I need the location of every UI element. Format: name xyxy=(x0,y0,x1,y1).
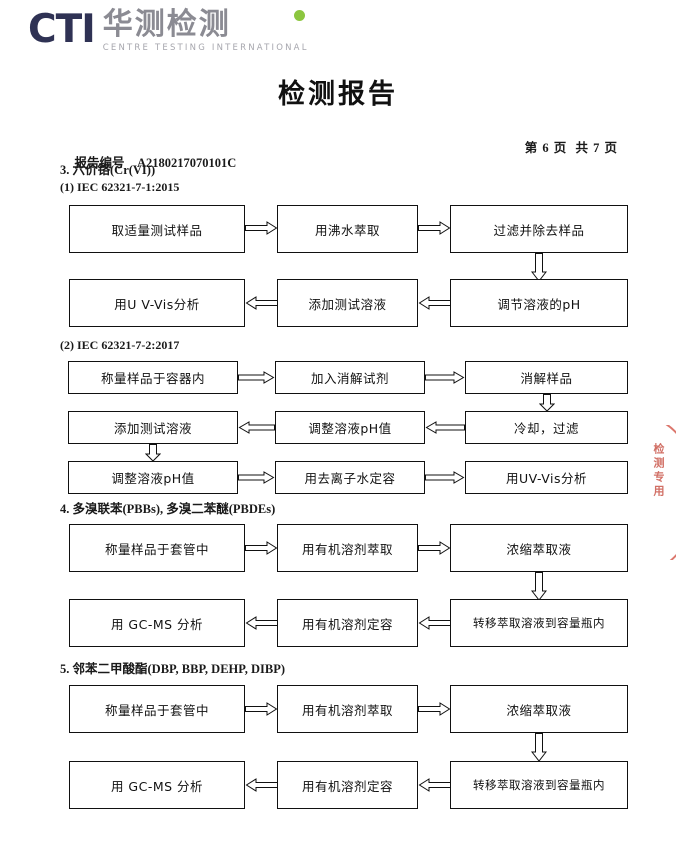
sub-heading-iec-7-2: (2) IEC 62321-7-2:2017 xyxy=(60,338,180,352)
flow4-box-1: 称量样品于套管中 xyxy=(69,685,245,733)
page-title: 检测报告 xyxy=(278,79,398,110)
flow2-arrow-8-to-9 xyxy=(425,471,465,484)
flow3-arrow-2-to-3 xyxy=(418,541,451,555)
flow3-arrow-4-to-5 xyxy=(418,616,451,630)
flow2-arrow-6-to-7 xyxy=(145,444,161,462)
report-number-label: 报告编号 xyxy=(74,156,125,170)
flow1-box-6: 用U V-Vis分析 xyxy=(69,279,245,327)
red-seal-stamp: 检测专用 xyxy=(646,425,676,560)
section-heading-5: 5. 邻苯二甲酸酯(DBP, BBP, DEHP, DIBP) xyxy=(60,662,286,676)
logo-green-dot-icon xyxy=(293,10,305,21)
flow3-box-6: 用 GC-MS 分析 xyxy=(69,599,245,647)
flow1-arrow-1-to-2 xyxy=(245,221,278,235)
section-heading-4: 4. 多溴联苯(PBBs), 多溴二苯醚(PBDEs) xyxy=(60,502,276,516)
flow3-box-5: 用有机溶剂定容 xyxy=(277,599,418,647)
sub-heading-iec-7-1: (1) IEC 62321-7-1:2015 xyxy=(60,180,180,194)
flow1-arrow-2-to-3 xyxy=(418,221,451,235)
flow2-arrow-7-to-8 xyxy=(238,471,275,484)
flow2-arrow-5-to-6 xyxy=(238,421,275,434)
company-logo: CTI 华测检测 CENTRE TESTING INTERNATIONAL xyxy=(28,8,309,58)
flow1-arrow-4-to-5 xyxy=(418,296,451,310)
flow3-arrow-3-to-4 xyxy=(531,572,547,601)
flow1-box-5: 添加测试溶液 xyxy=(277,279,418,327)
logo-english-name: CENTRE TESTING INTERNATIONAL xyxy=(102,43,309,53)
flow4-arrow-4-to-5 xyxy=(418,778,451,792)
flow3-box-1: 称量样品于套管中 xyxy=(69,524,245,572)
report-meta-row: 报告编号 A2180217070101C 第 6 页 共 7 页 xyxy=(62,137,618,186)
flow4-arrow-5-to-6 xyxy=(245,778,278,792)
flow2-box-2: 加入消解试剂 xyxy=(275,361,425,394)
flow2-box-3: 消解样品 xyxy=(465,361,628,394)
flow4-box-5: 用有机溶剂定容 xyxy=(277,761,418,809)
flow4-box-3: 浓缩萃取液 xyxy=(450,685,628,733)
flow1-box-4: 调节溶液的pH xyxy=(450,279,628,327)
flow4-box-2: 用有机溶剂萃取 xyxy=(277,685,418,733)
flow2-arrow-3-to-4 xyxy=(539,394,555,412)
logo-chinese-name: 华测检测 xyxy=(102,7,231,42)
flow3-arrow-1-to-2 xyxy=(245,541,278,555)
flow1-box-2: 用沸水萃取 xyxy=(277,205,418,253)
flow2-arrow-2-to-3 xyxy=(425,371,465,384)
flow2-arrow-1-to-2 xyxy=(238,371,275,384)
flow3-box-4: 转移萃取溶液到容量瓶内 xyxy=(450,599,628,647)
flow4-arrow-3-to-4 xyxy=(531,733,547,762)
flow4-box-6: 用 GC-MS 分析 xyxy=(69,761,245,809)
flow2-box-8: 用去离子水定容 xyxy=(275,461,425,494)
flow2-box-7: 调整溶液pH值 xyxy=(68,461,238,494)
flow2-box-5: 调整溶液pH值 xyxy=(275,411,425,444)
flow2-box-4: 冷却，过滤 xyxy=(465,411,628,444)
flow2-box-1: 称量样品于容器内 xyxy=(68,361,238,394)
flow2-box-9: 用UV-Vis分析 xyxy=(465,461,628,494)
flow4-arrow-1-to-2 xyxy=(245,702,278,716)
page-number: 第 6 页 共 7 页 xyxy=(524,141,618,155)
flow1-arrow-5-to-6 xyxy=(245,296,278,310)
flow1-box-1: 取适量测试样品 xyxy=(69,205,245,253)
report-number: 报告编号 A2180217070101C xyxy=(62,137,237,186)
section-heading-3: 3. 六价铬(Cr(VI)) xyxy=(60,163,156,177)
flow3-arrow-5-to-6 xyxy=(245,616,278,630)
flow4-box-4: 转移萃取溶液到容量瓶内 xyxy=(450,761,628,809)
seal-text: 检测专用 xyxy=(652,443,665,499)
flow1-box-3: 过滤并除去样品 xyxy=(450,205,628,253)
flow2-box-6: 添加测试溶液 xyxy=(68,411,238,444)
flow3-box-3: 浓缩萃取液 xyxy=(450,524,628,572)
flow4-arrow-2-to-3 xyxy=(418,702,451,716)
report-number-value: A2180217070101C xyxy=(137,156,237,170)
flow1-arrow-3-to-4 xyxy=(531,253,547,282)
flow2-arrow-4-to-5 xyxy=(425,421,465,434)
flow3-box-2: 用有机溶剂萃取 xyxy=(277,524,418,572)
logo-mark-cti: CTI xyxy=(28,7,96,52)
